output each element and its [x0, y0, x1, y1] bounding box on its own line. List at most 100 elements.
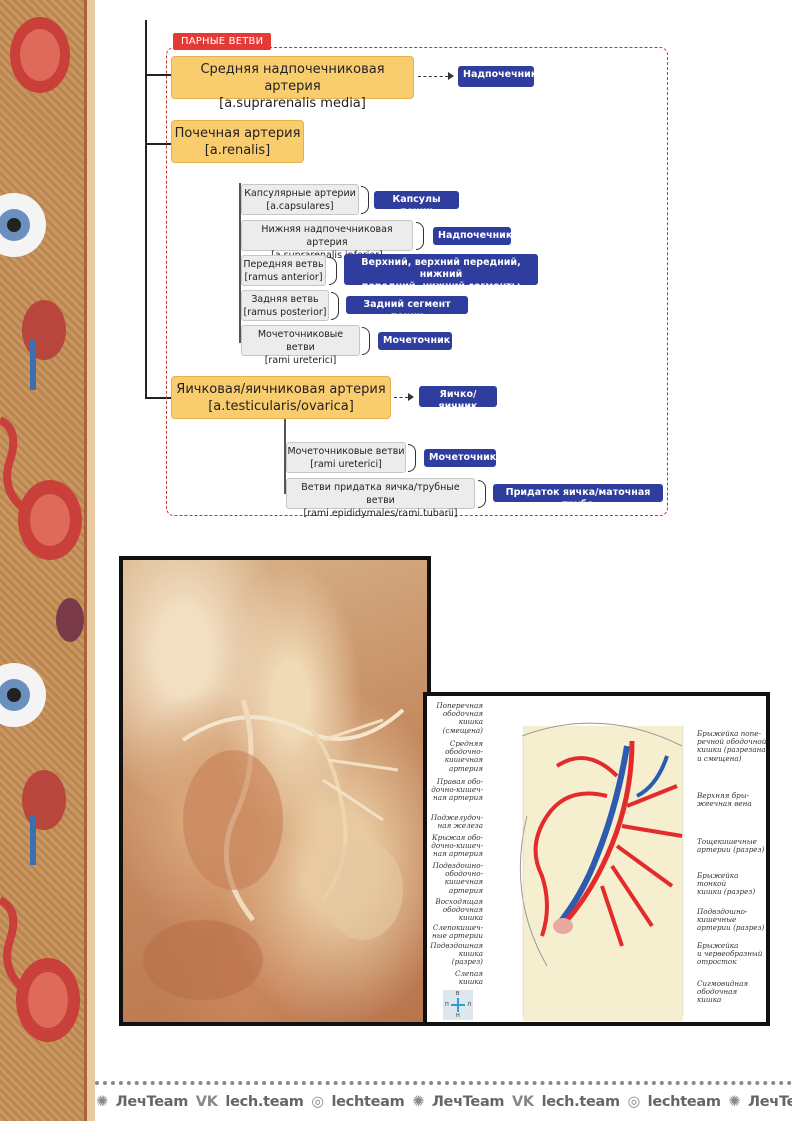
illustration-label: Подвздошно- кишечные артерии (разрез) — [697, 907, 765, 933]
target-box: Надпочечник — [458, 66, 537, 87]
target-box: Мочеточник — [424, 449, 496, 467]
sub-branch-title: Задняя ветвь — [251, 294, 319, 305]
footer-branding: ✺ ЛечTeam ᐯK lech.team ◎ lechteam ✺ ЛечT… — [96, 1094, 792, 1110]
branch-box: Почечная артерия [a.renalis] — [171, 120, 304, 163]
sub-branch-latin: [ramus posterior] — [243, 307, 327, 318]
connector-line — [145, 143, 171, 145]
team-logo-icon: ✺ — [412, 1094, 425, 1110]
footer-brand: ЛечTeam — [431, 1094, 505, 1110]
footer-link[interactable]: lechteam — [331, 1094, 405, 1110]
illustration-label: Поперечная ободочная кишка (смещена) — [436, 701, 483, 735]
target-box: Верхний, верхний передний, нижний передн… — [344, 254, 538, 304]
branch-latin: [a.renalis] — [204, 143, 271, 158]
sub-branch-title: Ветви придатка яичка/трубные ветви — [301, 482, 460, 506]
compass-left: П — [445, 1002, 449, 1008]
sub-branch-box: Мочеточниковые ветви [rami ureterici] — [286, 442, 406, 473]
mesenteric-illustration: Поперечная ободочная кишка (смещена) Сре… — [423, 692, 770, 1026]
sub-branch-box: Капсулярные артерии [a.capsulares] — [241, 184, 359, 215]
sub-branch-box: Задняя ветвь [ramus posterior] — [241, 290, 329, 321]
arrow-icon — [394, 393, 414, 401]
brace-icon — [416, 222, 424, 250]
sub-branch-box: Нижняя надпочечниковая артерия [a.suprar… — [241, 220, 413, 261]
branch-latin: [a.suprarenalis media] — [219, 96, 366, 111]
anatomy-ornament-icon — [0, 17, 84, 1042]
illustration-label: Средняя ободочно- кишечная артерия — [444, 739, 483, 773]
sub-branch-title: Передняя ветвь — [243, 259, 324, 270]
sub-branch-latin: [ramus anterior] — [244, 272, 323, 283]
footer-brand: ЛечTeam — [115, 1094, 189, 1110]
footer-divider — [95, 1081, 792, 1085]
orientation-compass: В П Л Н — [443, 990, 473, 1020]
mesenteric-arteries-icon — [519, 722, 684, 1016]
sub-trunk-line — [239, 183, 241, 343]
section-tag: ПАРНЫЕ ВЕТВИ — [173, 33, 272, 50]
target-box: Мочеточник — [378, 332, 452, 350]
sub-branch-latin: [rami epididymales/rami tubarii] — [303, 508, 458, 519]
decorative-side-strip — [0, 0, 84, 1121]
compass-right: Л — [467, 1002, 471, 1008]
illustration-label: Верхняя бры- жеечная вена — [697, 791, 752, 809]
illustration-label: Восходящая ободочная кишка — [435, 897, 483, 923]
branch-latin: [a.testicularis/ovarica] — [208, 399, 354, 414]
target-box: Яичко/яичник — [419, 386, 497, 412]
sub-branch-latin: [rami ureterici] — [264, 355, 337, 366]
sub-branch-title: Нижняя надпочечниковая артерия — [261, 224, 393, 248]
dissection-photo — [119, 556, 431, 1026]
footer-link[interactable]: lechteam — [647, 1094, 721, 1110]
team-logo-icon: ✺ — [728, 1094, 741, 1110]
illustration-label: Брыжейка попе- речной ободочной кишки (р… — [697, 729, 767, 763]
vessels-overlay-icon — [143, 699, 405, 1000]
compass-bottom: Н — [456, 1013, 460, 1019]
brace-icon — [361, 186, 369, 214]
illustration-label: Поджелудоч- ная железа — [430, 813, 483, 831]
compass-cross-icon — [451, 998, 465, 1012]
footer-link[interactable]: lech.team — [541, 1094, 621, 1110]
target-box: Придаток яичка/маточная труба — [493, 484, 663, 510]
brace-icon — [478, 480, 486, 508]
sub-branch-latin: [a.capsulares] — [266, 201, 334, 212]
illustration-label: Крыжая обо- дочно-кишеч- ная артерия — [431, 833, 483, 859]
branch-title: Средняя надпочечниковая артерия — [200, 62, 385, 94]
sub-branch-box: Ветви придатка яичка/трубные ветви [rami… — [286, 478, 475, 519]
side-divider — [84, 0, 95, 1121]
brace-icon — [408, 444, 416, 472]
connector-line — [145, 74, 171, 76]
brace-icon — [362, 327, 370, 355]
footer-brand: ЛечTeam — [748, 1094, 792, 1110]
branch-box: Яичковая/яичниковая артерия [a.testicula… — [171, 376, 391, 419]
branch-title: Почечная артерия — [174, 126, 301, 141]
branch-box: Средняя надпочечниковая артерия [a.supra… — [171, 56, 414, 111]
sub-branch-title: Мочеточниковые ветви — [287, 446, 405, 457]
arrow-icon — [418, 72, 454, 80]
sub-branch-box: Мочеточниковые ветви [rami ureterici] — [241, 325, 360, 366]
brace-icon — [329, 257, 337, 285]
paired-branches-frame — [166, 47, 668, 516]
sub-branch-latin: [a.suprarenalis inferior] — [271, 250, 383, 261]
branch-title: Яичковая/яичниковая артерия — [176, 382, 386, 397]
illustration-label: Подвздошная кишка (разрез) — [430, 941, 483, 967]
sub-trunk-line — [284, 419, 286, 494]
target-box: Надпочечник — [433, 227, 512, 245]
vk-icon: ᐯK — [195, 1094, 218, 1110]
illustration-label: Брыжейка тонкой кишки (разрез) — [697, 871, 756, 897]
target-box: Задний сегмент почки — [346, 296, 468, 322]
instagram-icon: ◎ — [311, 1094, 324, 1110]
footer-link[interactable]: lech.team — [225, 1094, 304, 1110]
trunk-line — [145, 20, 147, 398]
illustration-label: Брыжейка и червеобразный отросток — [697, 941, 763, 967]
illustration-label: Сигмовидная ободочная кишка — [697, 979, 749, 1005]
illustration-label: Слепокишеч- ные артерии — [432, 923, 483, 941]
illustration-label: Подвздошно- ободочно- кишечная артерия — [432, 861, 483, 895]
instagram-icon: ◎ — [627, 1094, 641, 1110]
sub-branch-latin: [rami ureterici] — [310, 459, 382, 470]
compass-top: В — [456, 991, 460, 997]
sub-branch-box: Передняя ветвь [ramus anterior] — [241, 255, 326, 286]
vk-icon: ᐯK — [512, 1094, 534, 1110]
illustration-label: Правая обо- дочно-кишеч- ная артерия — [431, 777, 483, 803]
illustration-label: Слепая кишка — [454, 969, 483, 987]
sub-branch-title: Мочеточниковые ветви — [257, 329, 344, 353]
brace-icon — [331, 292, 339, 320]
connector-line — [145, 397, 171, 399]
target-box: Капсулы почки — [374, 191, 459, 217]
sub-branch-title: Капсулярные артерии — [244, 188, 356, 199]
